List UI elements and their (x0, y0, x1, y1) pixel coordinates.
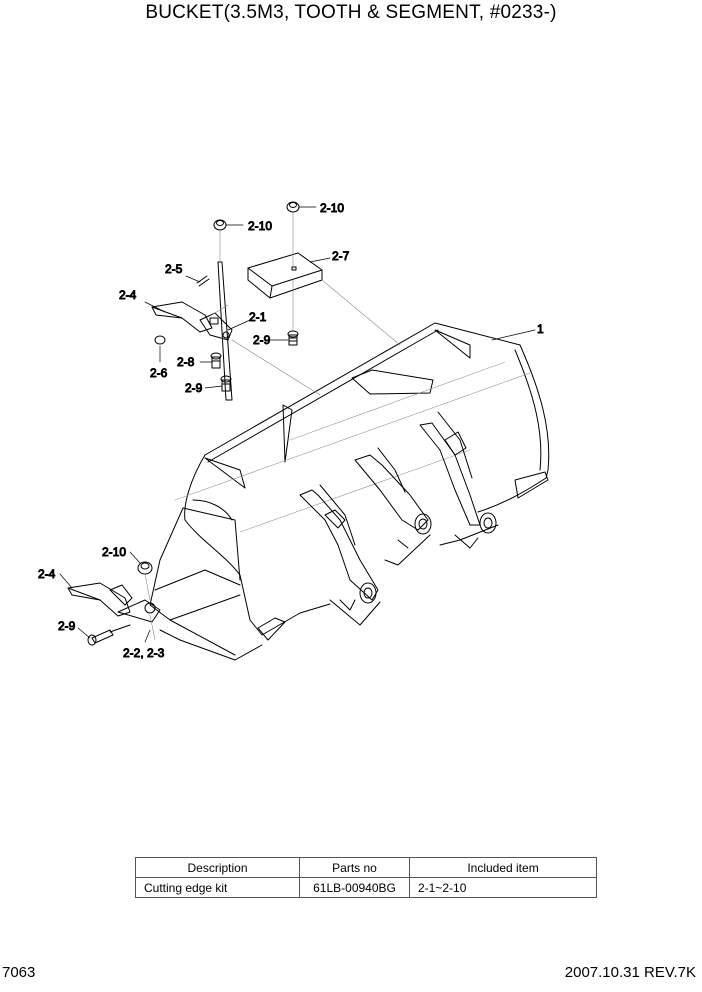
lower-tooth-assembly (67, 561, 161, 646)
callout-2-4-bottom: 2-4 (38, 567, 56, 581)
callout-2-9-bottom: 2-9 (58, 619, 76, 633)
callout-2-7: 2-7 (332, 249, 350, 263)
callout-2-5: 2-5 (165, 262, 183, 276)
callout-2-4-top: 2-4 (119, 288, 137, 302)
callout-2-10-top-left: 2-10 (248, 219, 272, 233)
bucket-body (149, 322, 550, 661)
callout-2-10-bottom: 2-10 (102, 545, 126, 559)
header-description: Description (135, 857, 300, 878)
header-parts-no: Parts no (299, 857, 410, 878)
callout-2-8: 2-8 (177, 355, 195, 369)
page-number: 7063 (2, 964, 36, 981)
upper-exploded-parts (151, 201, 323, 401)
cell-included-item: 2-1~2-10 (409, 877, 597, 898)
callout-2-10-top-right: 2-10 (320, 201, 344, 215)
projection-lines (144, 211, 401, 641)
cell-description: Cutting edge kit (135, 877, 300, 898)
parts-table: Description Parts no Included item Cutti… (135, 857, 597, 898)
callout-2-9-top-left: 2-9 (185, 381, 203, 395)
callout-2-9-top-right: 2-9 (253, 333, 271, 347)
revision-label: 2007.10.31 REV.7K (564, 964, 696, 981)
callout-2-2-2-3: 2-2, 2-3 (123, 646, 165, 660)
callout-2-6: 2-6 (150, 366, 168, 380)
page-title: BUCKET(3.5M3, TOOTH & SEGMENT, #0233-) (145, 2, 557, 23)
cell-parts-no: 61LB-00940BG (299, 877, 410, 898)
callout-1: 1 (537, 322, 544, 336)
table-row: Cutting edge kit 61LB-00940BG 2-1~2-10 (135, 877, 597, 898)
header-included-item: Included item (409, 857, 597, 878)
callout-leaders (59, 206, 536, 643)
table-header-row: Description Parts no Included item (135, 857, 597, 878)
callout-2-1: 2-1 (249, 310, 267, 324)
link-brackets (299, 411, 499, 626)
